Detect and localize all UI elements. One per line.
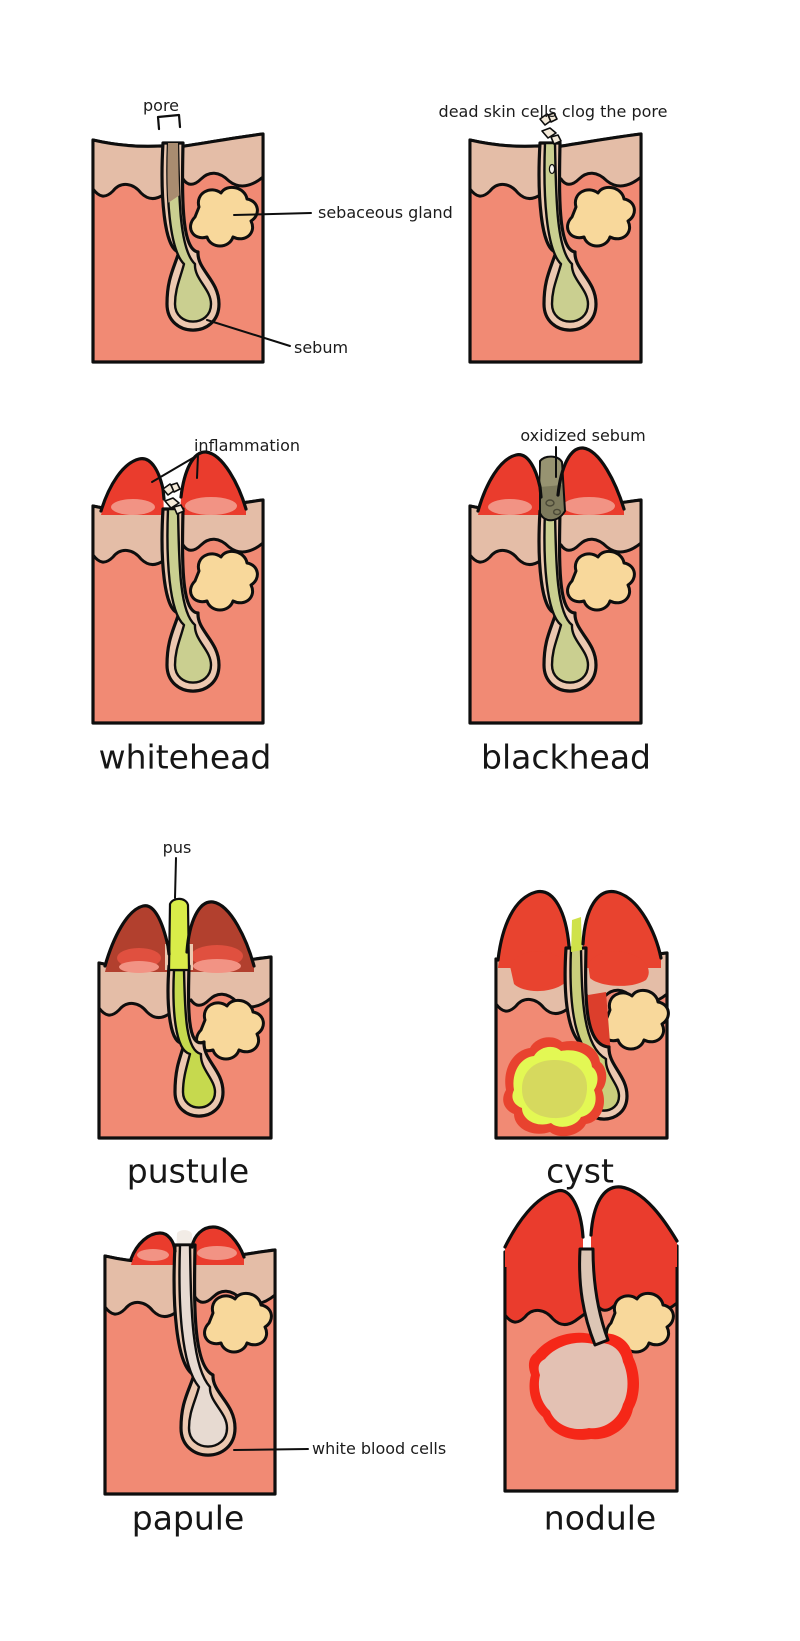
sebaceous-gland-label: sebaceous gland bbox=[318, 203, 453, 223]
caption-nodule: nodule bbox=[543, 1498, 657, 1538]
papule-illustration bbox=[103, 1225, 309, 1496]
inflammation-label: inflammation bbox=[193, 436, 301, 456]
caption-pustule: pustule bbox=[126, 1151, 250, 1191]
caption-papule: papule bbox=[131, 1498, 245, 1538]
sebum-label: sebum bbox=[294, 338, 349, 358]
whitehead-illustration bbox=[91, 450, 265, 725]
nodule-illustration bbox=[503, 1185, 679, 1493]
caption-blackhead: blackhead bbox=[481, 737, 651, 777]
caption-whitehead: whitehead bbox=[98, 737, 272, 777]
pus-label: pus bbox=[162, 838, 192, 858]
oxidized-sebum-label: oxidized sebum bbox=[520, 426, 646, 446]
cyst-illustration bbox=[494, 889, 670, 1140]
pustule-illustration bbox=[97, 857, 273, 1140]
normal-pore-illustration bbox=[91, 113, 312, 364]
clogged-pore-illustration bbox=[468, 112, 643, 364]
caption-cyst: cyst bbox=[546, 1151, 614, 1191]
pore-label: pore bbox=[142, 96, 180, 116]
blackhead-illustration bbox=[468, 446, 643, 725]
white-blood-cells-label: white blood cells bbox=[312, 1439, 447, 1459]
clog-heading-label: dead skin cells clog the pore bbox=[438, 102, 668, 122]
